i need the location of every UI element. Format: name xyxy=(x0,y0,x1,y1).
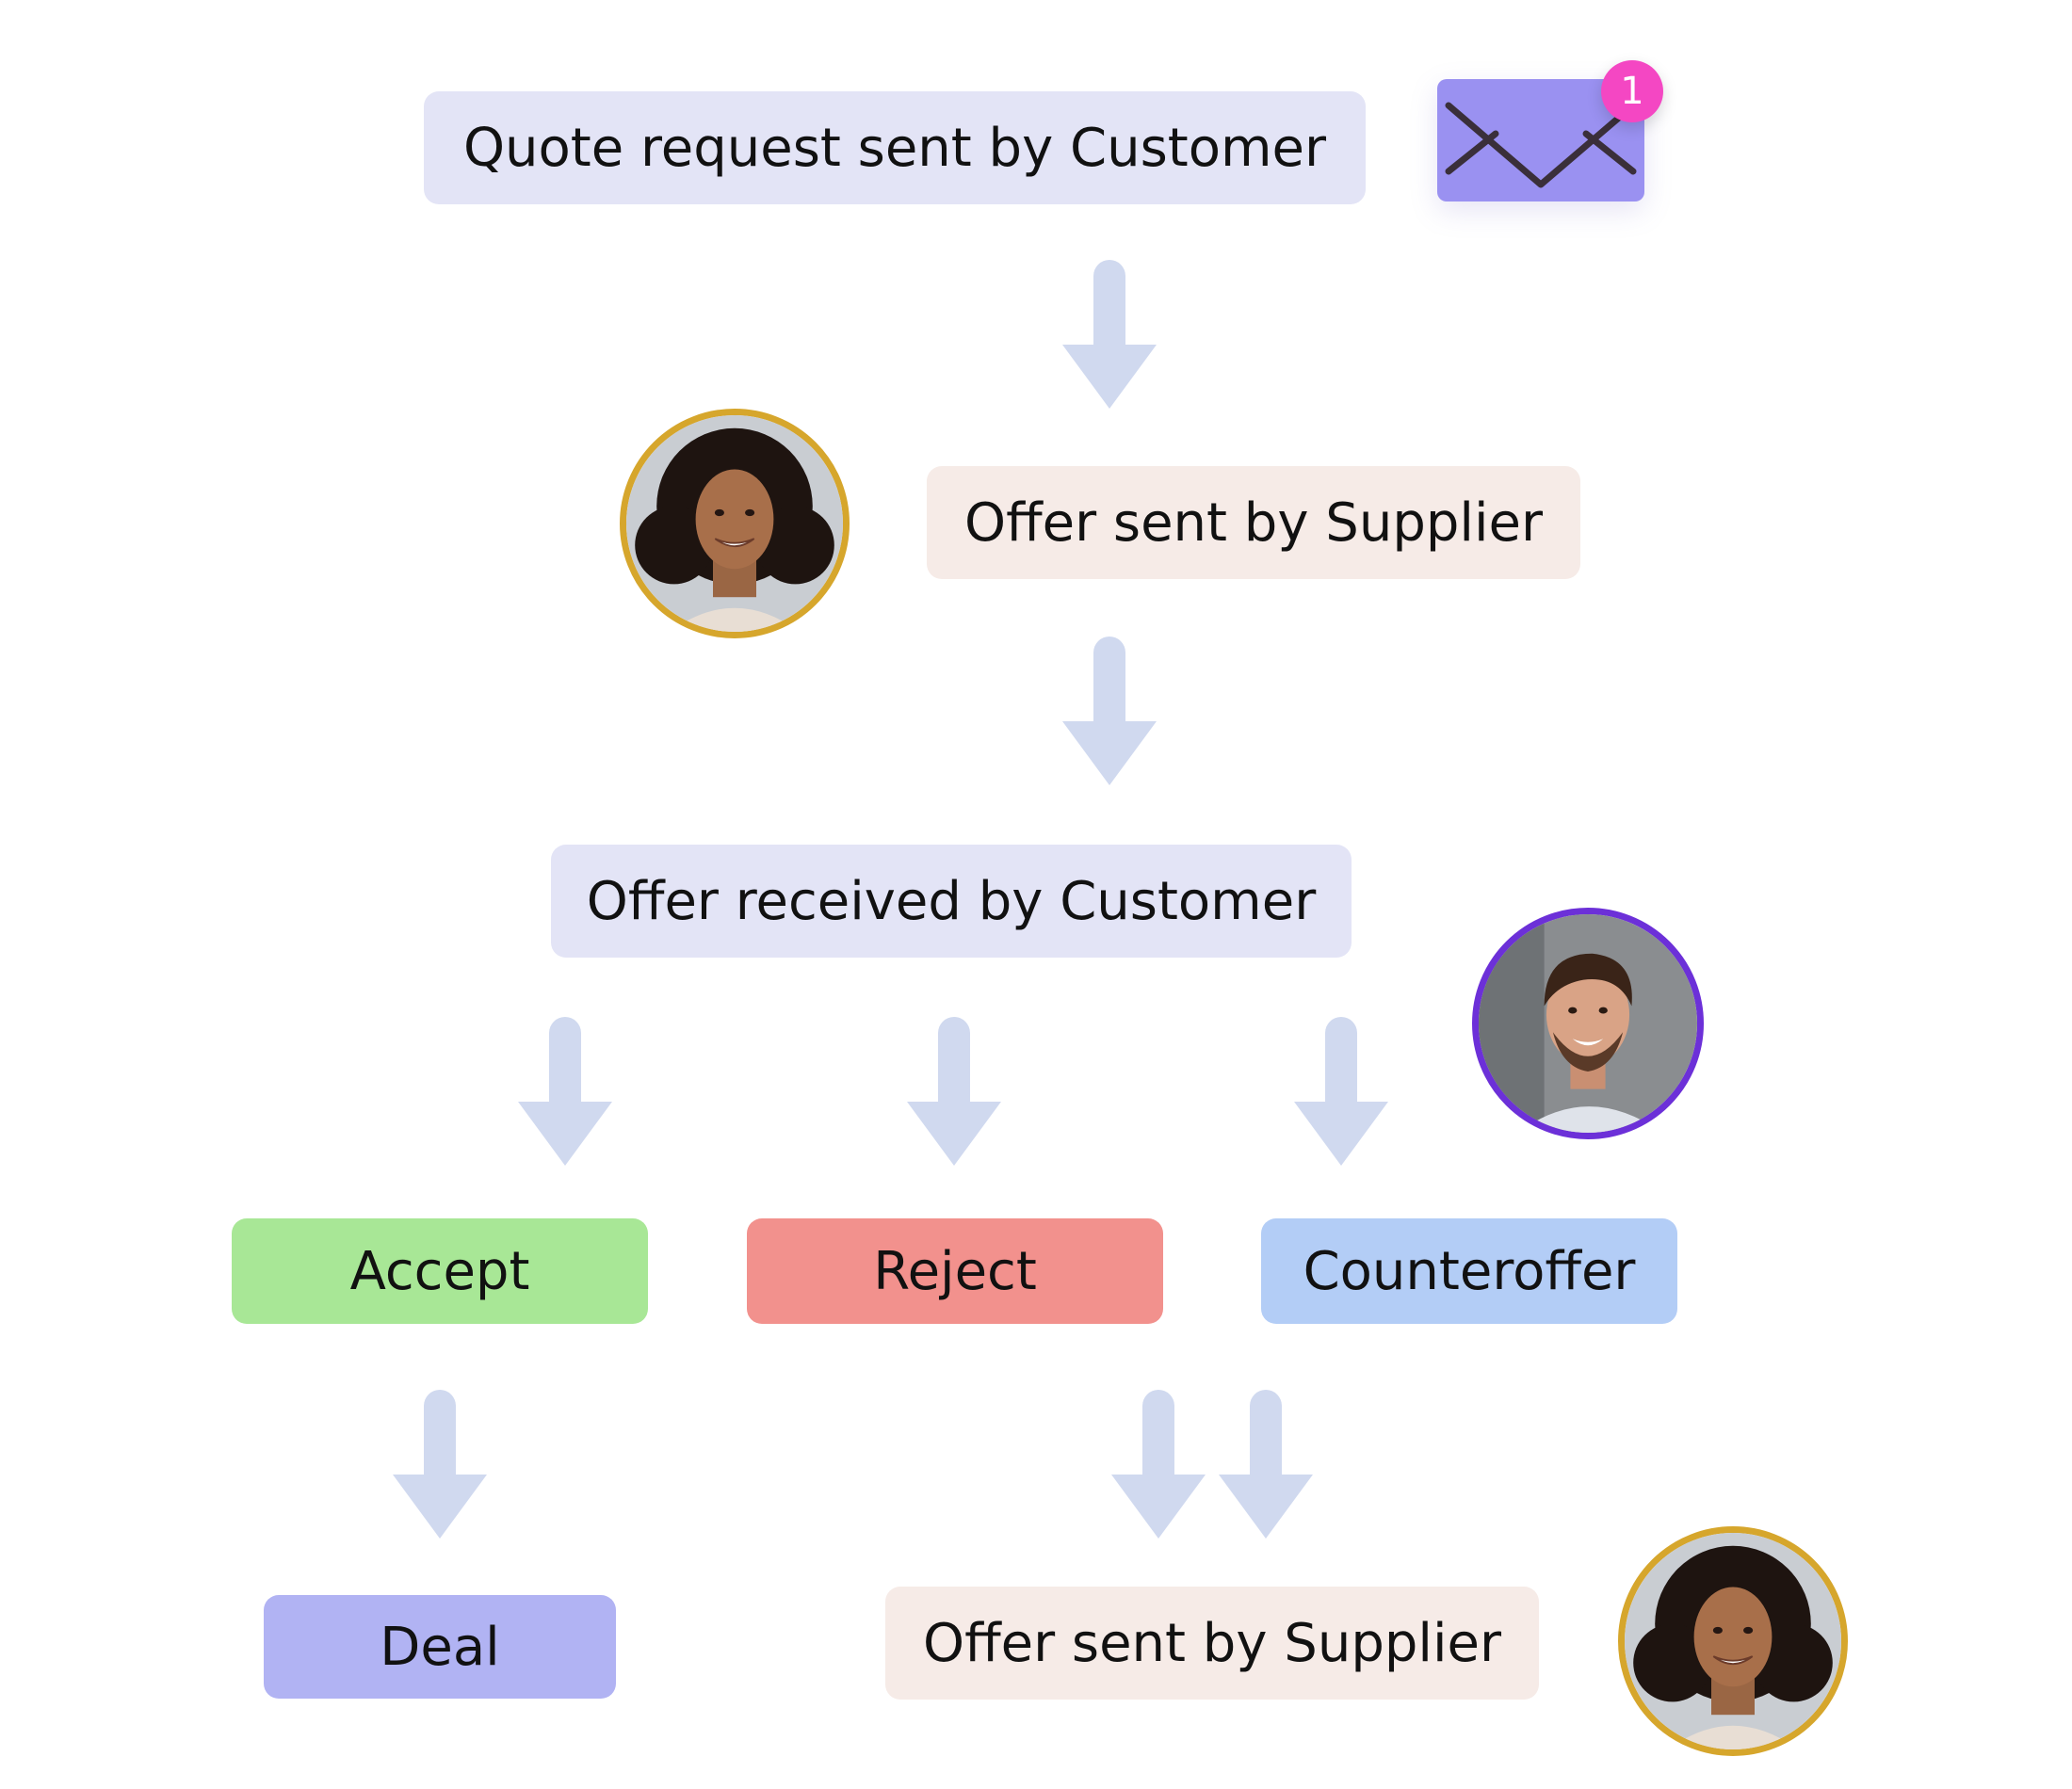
node-accept-label: Accept xyxy=(349,1240,530,1302)
arrow-to-counteroffer xyxy=(1294,1017,1388,1166)
node-deal: Deal xyxy=(264,1595,616,1699)
arrow-accept-to-deal xyxy=(393,1390,487,1539)
arrow-offer-to-received xyxy=(1062,637,1157,785)
node-offer-sent-supplier-final: Offer sent by Supplier xyxy=(885,1587,1539,1700)
node-quote-request: Quote request sent by Customer xyxy=(424,91,1366,204)
notification-badge: 1 xyxy=(1601,60,1663,122)
node-offer-sent-supplier-final-label: Offer sent by Supplier xyxy=(922,1612,1502,1674)
node-reject-label: Reject xyxy=(873,1240,1037,1302)
node-reject: Reject xyxy=(747,1218,1163,1324)
supplier-avatar-final xyxy=(1618,1526,1848,1756)
node-counteroffer: Counteroffer xyxy=(1261,1218,1677,1324)
arrow-to-accept xyxy=(518,1017,612,1166)
node-offer-received: Offer received by Customer xyxy=(551,845,1352,958)
arrow-to-offer-sent-left xyxy=(1111,1390,1206,1539)
arrow-to-offer-sent-right xyxy=(1219,1390,1313,1539)
supplier-avatar xyxy=(620,409,850,638)
node-deal-label: Deal xyxy=(380,1616,500,1678)
node-counteroffer-label: Counteroffer xyxy=(1303,1240,1636,1302)
node-offer-sent-supplier-label: Offer sent by Supplier xyxy=(963,492,1544,554)
node-offer-sent-supplier: Offer sent by Supplier xyxy=(927,466,1580,579)
customer-avatar xyxy=(1472,908,1704,1139)
node-quote-request-label: Quote request sent by Customer xyxy=(462,117,1327,179)
node-offer-received-label: Offer received by Customer xyxy=(586,870,1317,932)
woman-portrait-icon xyxy=(1625,1533,1841,1749)
man-portrait-icon xyxy=(1479,914,1697,1133)
arrow-to-reject xyxy=(907,1017,1001,1166)
arrow-quote-to-offer xyxy=(1062,260,1157,409)
node-accept: Accept xyxy=(232,1218,648,1324)
woman-portrait-icon xyxy=(626,415,843,632)
